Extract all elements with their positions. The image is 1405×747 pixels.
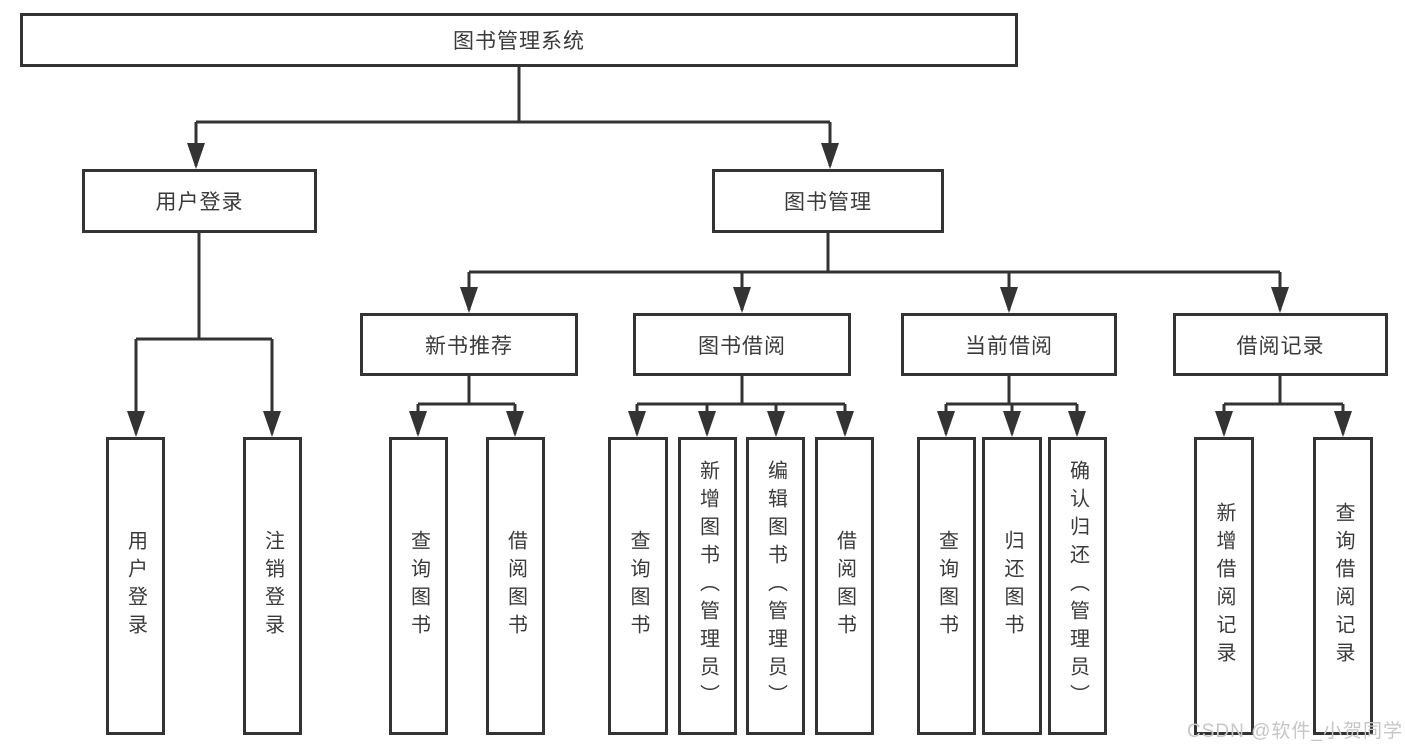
node-label: 图书借阅 bbox=[698, 334, 786, 358]
leaf-return-books: 归还图书 bbox=[982, 437, 1042, 735]
leaf-label: 归还图书 bbox=[1001, 530, 1023, 642]
leaf-label: 确认归还（管理员） bbox=[1066, 460, 1089, 712]
node-label: 借阅记录 bbox=[1236, 334, 1325, 358]
node-borrow-records: 借阅记录 bbox=[1173, 313, 1388, 376]
node-label: 图书管理 bbox=[784, 191, 872, 214]
node-label: 图书管理系统 bbox=[453, 30, 585, 53]
leaf-label: 借阅图书 bbox=[833, 530, 856, 642]
node-label: 新书推荐 bbox=[425, 334, 513, 358]
leaf-edit-books-admin: 编辑图书（管理员） bbox=[746, 437, 805, 735]
leaf-label: 查询图书 bbox=[407, 530, 430, 642]
leaf-label: 新增借阅记录 bbox=[1213, 502, 1235, 670]
leaf-logout: 注销登录 bbox=[243, 437, 302, 735]
leaf-label: 新增图书（管理员） bbox=[696, 460, 719, 712]
leaf-borrow-books-recommend: 借阅图书 bbox=[486, 437, 545, 735]
node-system-root: 图书管理系统 bbox=[20, 13, 1018, 67]
leaf-label: 注销登录 bbox=[261, 530, 284, 642]
leaf-label: 查询借阅记录 bbox=[1332, 502, 1354, 670]
leaf-add-borrow-record: 新增借阅记录 bbox=[1194, 437, 1254, 735]
node-label: 用户登录 bbox=[155, 191, 244, 214]
node-book-borrow: 图书借阅 bbox=[633, 313, 851, 376]
csdn-watermark: CSDN @软件_小贺同学 bbox=[1187, 721, 1403, 742]
leaf-confirm-return-admin: 确认归还（管理员） bbox=[1048, 437, 1107, 735]
leaf-user-login: 用户登录 bbox=[106, 437, 165, 735]
leaf-label: 借阅图书 bbox=[504, 530, 527, 642]
leaf-query-borrow-record: 查询借阅记录 bbox=[1313, 437, 1373, 735]
leaf-label: 用户登录 bbox=[124, 530, 147, 642]
leaf-label: 查询图书 bbox=[935, 530, 958, 642]
leaf-query-books-current: 查询图书 bbox=[917, 437, 976, 735]
arrowhead-icons bbox=[127, 143, 1352, 437]
node-label: 当前借阅 bbox=[965, 334, 1053, 358]
node-user-login: 用户登录 bbox=[82, 169, 317, 233]
leaf-query-books-recommend: 查询图书 bbox=[389, 437, 448, 735]
node-new-book-recommend: 新书推荐 bbox=[360, 313, 578, 376]
leaf-label: 查询图书 bbox=[627, 530, 649, 642]
node-current-borrow: 当前借阅 bbox=[901, 313, 1117, 376]
leaf-add-books-admin: 新增图书（管理员） bbox=[678, 437, 737, 735]
leaf-label: 编辑图书（管理员） bbox=[764, 460, 787, 712]
node-book-management: 图书管理 bbox=[712, 169, 944, 233]
leaf-query-books-borrow: 查询图书 bbox=[608, 437, 668, 735]
leaf-borrow-books: 借阅图书 bbox=[815, 437, 874, 735]
